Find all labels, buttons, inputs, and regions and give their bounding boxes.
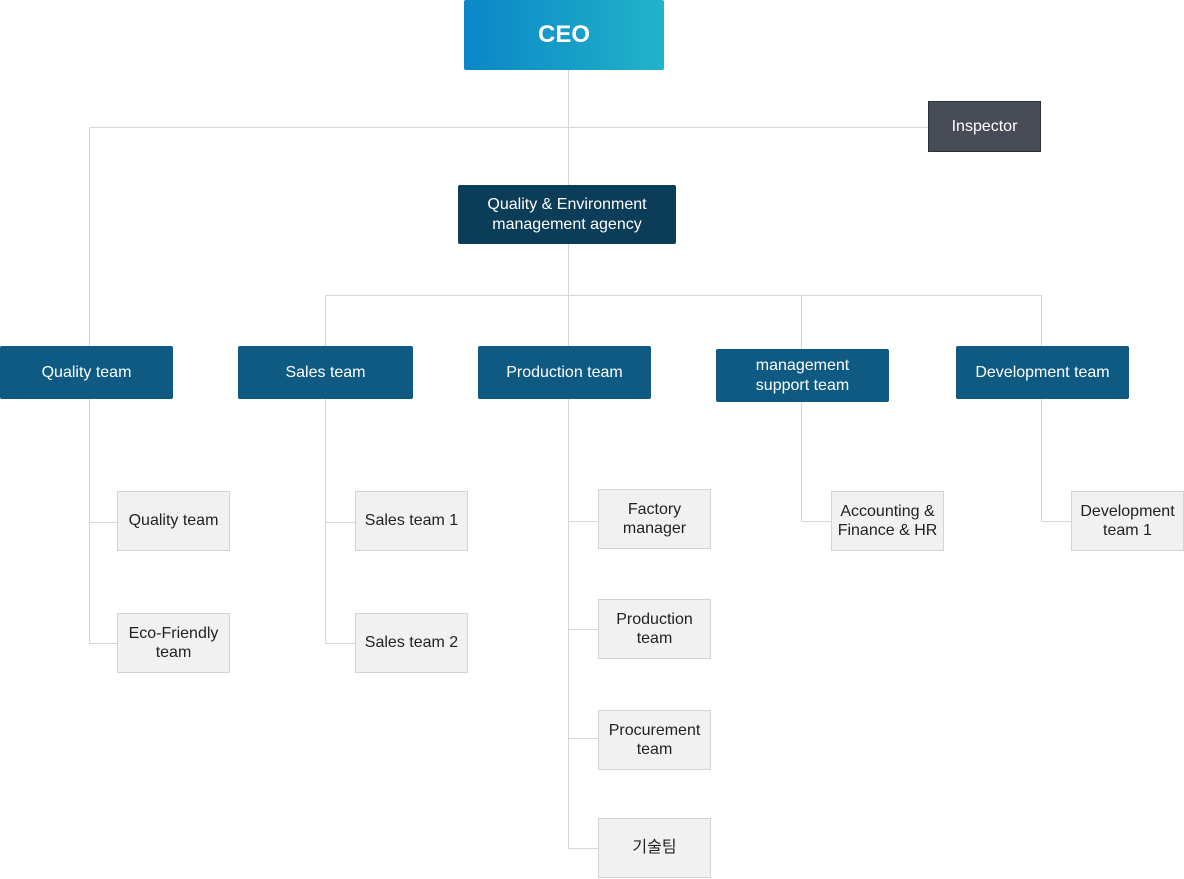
sub-sales-team-1-label: Sales team 1 bbox=[364, 512, 459, 530]
team-sales-label: Sales team bbox=[285, 363, 366, 381]
sub-factory-manager-line2: manager bbox=[622, 520, 687, 537]
team-management-support-line2: support team bbox=[755, 376, 850, 394]
sub-technical-team: 기술팀 bbox=[598, 818, 711, 878]
sub-accounting-line2: Finance & HR bbox=[837, 522, 938, 539]
team-sales: Sales team bbox=[238, 346, 413, 399]
sub-production-team-line2: team bbox=[636, 630, 673, 647]
sub-procurement-team-label: Procurement team bbox=[609, 721, 701, 759]
sub-development-team-1: Development team 1 bbox=[1071, 491, 1184, 551]
sub-production-team: Production team bbox=[598, 599, 711, 659]
sub-eco-friendly-team-label: Eco-Friendly team bbox=[129, 624, 219, 662]
sub-eco-friendly-line2: team bbox=[155, 644, 192, 661]
sub-factory-manager: Factory manager bbox=[598, 489, 711, 549]
sub-accounting-finance-hr-label: Accounting & Finance & HR bbox=[838, 502, 938, 540]
ceo-label: CEO bbox=[537, 20, 590, 48]
team-development: Development team bbox=[956, 346, 1129, 399]
sub-factory-manager-label: Factory manager bbox=[623, 500, 686, 538]
team-quality-label: Quality team bbox=[41, 363, 132, 381]
sub-accounting-finance-hr: Accounting & Finance & HR bbox=[831, 491, 944, 551]
sub-production-team-label: Production team bbox=[616, 610, 693, 648]
sub-eco-friendly-line1: Eco-Friendly bbox=[128, 624, 219, 642]
team-management-support: management support team bbox=[716, 349, 889, 402]
sub-sales-team-1: Sales team 1 bbox=[355, 491, 468, 551]
team-quality: Quality team bbox=[0, 346, 173, 399]
sub-eco-friendly-team: Eco-Friendly team bbox=[117, 613, 230, 673]
agency-label: Quality & Environment management agency bbox=[487, 195, 646, 233]
team-management-support-line1: management bbox=[755, 357, 850, 375]
team-production: Production team bbox=[478, 346, 651, 399]
agency-label-line1: Quality & Environment bbox=[487, 196, 647, 214]
sub-accounting-line1: Accounting & bbox=[840, 502, 935, 520]
inspector-box: Inspector bbox=[928, 101, 1041, 152]
inspector-label: Inspector bbox=[951, 117, 1018, 135]
sub-production-team-line1: Production bbox=[616, 610, 693, 628]
sub-development-line1: Development bbox=[1080, 502, 1175, 520]
sub-development-team-1-label: Development team 1 bbox=[1080, 502, 1174, 540]
sub-technical-team-label: 기술팀 bbox=[632, 839, 677, 857]
team-production-label: Production team bbox=[506, 363, 623, 381]
sub-sales-team-2-label: Sales team 2 bbox=[364, 634, 459, 652]
sub-quality-team-label: Quality team bbox=[128, 512, 219, 530]
agency-box: Quality & Environment management agency bbox=[458, 185, 676, 244]
sub-sales-team-2: Sales team 2 bbox=[355, 613, 468, 673]
ceo-box: CEO bbox=[464, 0, 664, 70]
sub-quality-team: Quality team bbox=[117, 491, 230, 551]
sub-procurement-team-line2: team bbox=[636, 741, 673, 758]
team-management-support-label: management support team bbox=[756, 356, 849, 394]
sub-procurement-team: Procurement team bbox=[598, 710, 711, 770]
sub-factory-manager-line1: Factory bbox=[627, 500, 682, 518]
team-development-label: Development team bbox=[975, 363, 1110, 381]
agency-label-line2: management agency bbox=[492, 215, 642, 233]
sub-procurement-team-line1: Procurement bbox=[608, 721, 701, 739]
sub-development-line2: team 1 bbox=[1103, 522, 1152, 539]
